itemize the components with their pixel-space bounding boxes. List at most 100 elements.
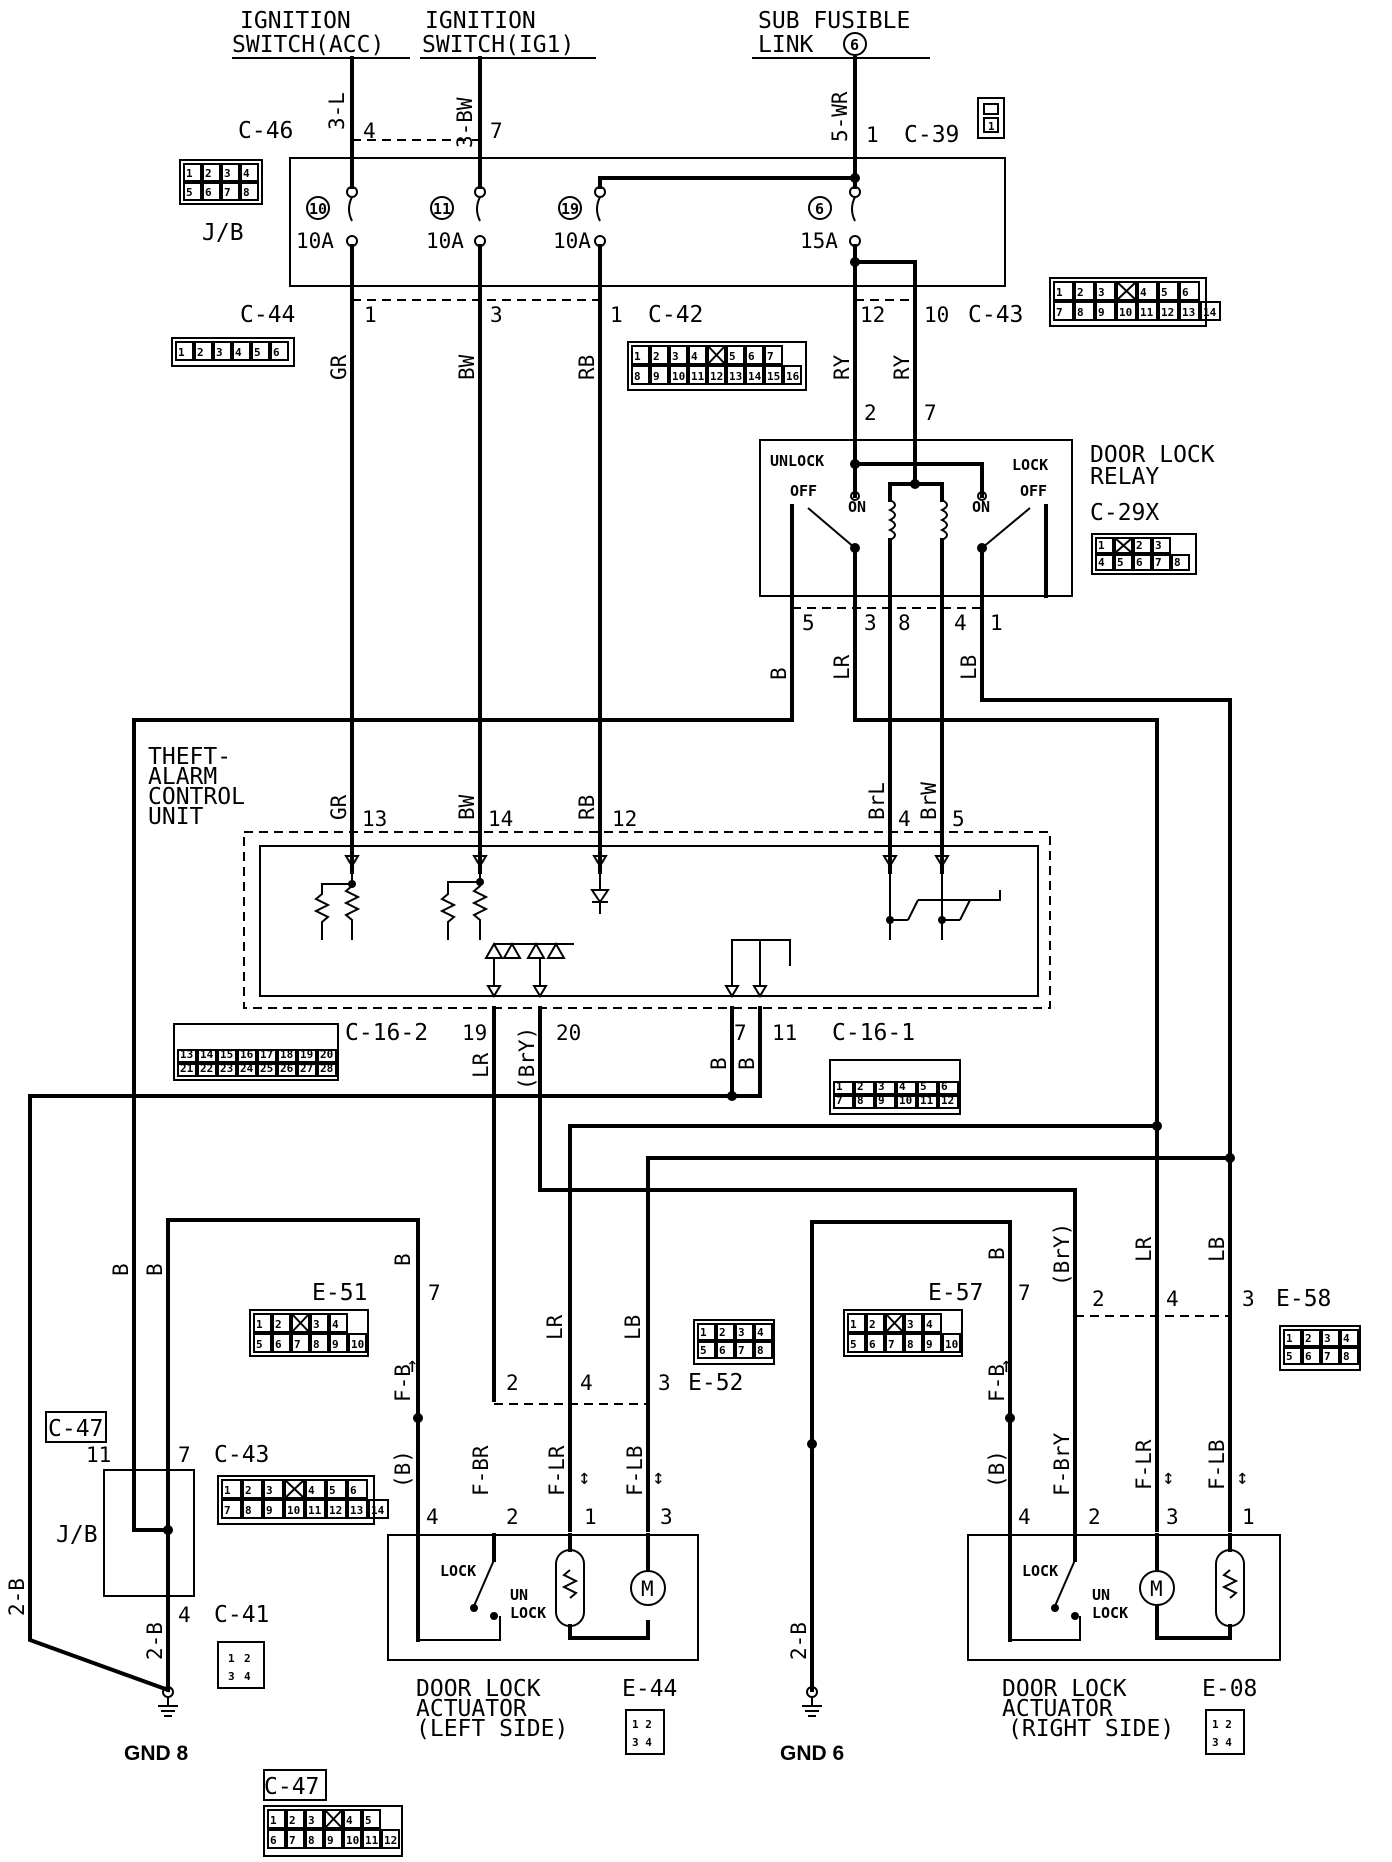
svg-text:LOCK: LOCK [510, 1604, 546, 1622]
control-unit-title-4: UNIT [148, 804, 204, 830]
left-actuator-box [387, 1534, 699, 1661]
connector-cell [270, 341, 289, 361]
svg-text:3: 3 [228, 1670, 235, 1683]
connector-cell [177, 1063, 197, 1077]
connector-cell [310, 1313, 329, 1333]
connector-cell [1095, 281, 1116, 301]
svg-text:3: 3 [1242, 1287, 1255, 1311]
connector-pin-number: 8 [757, 1344, 764, 1357]
connector-pin-number: 7 [224, 1504, 231, 1517]
svg-text:7: 7 [490, 119, 503, 143]
connector-cell [854, 1095, 875, 1109]
connector-label-c42: C-42 [648, 302, 703, 328]
connector-pin-number: 19 [300, 1048, 313, 1061]
connector-pin-number: 10 [351, 1338, 364, 1351]
svg-text:1: 1 [990, 611, 1003, 635]
svg-text:B: B [391, 1253, 415, 1266]
svg-text:4: 4 [898, 807, 911, 831]
svg-text:10A: 10A [426, 229, 464, 253]
svg-text:ON: ON [972, 498, 990, 516]
svg-text:LR: LR [1132, 1236, 1156, 1262]
connector-cell [291, 1333, 310, 1353]
right-actuator-title-1: DOOR LOCK [1002, 1676, 1127, 1702]
connector-cell [1340, 1329, 1359, 1347]
connector-cell [202, 182, 221, 201]
connector-pin-number: 3 [1324, 1332, 1331, 1345]
connector-pin-number: 5 [920, 1080, 927, 1093]
relay-title-1: DOOR LOCK [1090, 442, 1215, 468]
svg-text:3 4: 3 4 [632, 1736, 652, 1749]
wire-label-5WR: 5-WR [828, 91, 852, 142]
connector-cell [938, 1081, 959, 1095]
svg-text:OFF: OFF [1020, 482, 1047, 500]
connector-cell [257, 1063, 277, 1077]
connector-pin-number: 11 [920, 1094, 934, 1107]
left-actuator-title-2: ACTUATOR [416, 1696, 527, 1722]
connector-pin-number: 1 [836, 1080, 843, 1093]
svg-text:7: 7 [734, 1021, 747, 1045]
svg-text:10A: 10A [296, 229, 334, 253]
svg-text:SWITCH(ACC): SWITCH(ACC) [232, 32, 384, 58]
e44-connector-icon: 1 2 3 4 [625, 1709, 665, 1755]
connector-pin-number: 4 [899, 1080, 906, 1093]
connector-pin-number: 3 [878, 1080, 885, 1093]
connector-cell [938, 1095, 959, 1109]
connector-cell [1152, 537, 1171, 554]
right-actuator-title-3: (RIGHT SIDE) [1008, 1716, 1174, 1742]
connector-cell [1283, 1329, 1302, 1347]
connector-pin-number: 13 [1182, 306, 1195, 319]
connector-cell [1302, 1329, 1321, 1347]
connector-cell [735, 1341, 754, 1359]
connector-pin-number: 28 [320, 1062, 333, 1075]
svg-text:10: 10 [924, 303, 949, 327]
connector-cell [697, 1323, 716, 1341]
svg-text:BrL: BrL [865, 782, 889, 820]
svg-text:RY: RY [890, 354, 914, 380]
control-unit-outer-box [243, 831, 1051, 1009]
connector-pin-number: 6 [205, 186, 212, 199]
connector-cell [847, 1333, 866, 1353]
connector-cell [917, 1095, 938, 1109]
connector-cell [875, 1081, 896, 1095]
connector-cell [183, 163, 202, 182]
connector-pin-number: 10 [899, 1094, 912, 1107]
svg-text:B: B [707, 1057, 731, 1070]
connector-pin-number: 12 [1161, 306, 1174, 319]
svg-text:4: 4 [178, 1603, 191, 1627]
connector-cell [348, 1333, 367, 1353]
connector-cell [716, 1341, 735, 1359]
connector-pin-number: 9 [653, 370, 660, 383]
svg-text:12: 12 [860, 303, 885, 327]
svg-text:4: 4 [363, 119, 376, 143]
connector-cell [310, 1333, 329, 1353]
connector-pin-number: 5 [1286, 1350, 1293, 1363]
svg-text:RY: RY [830, 354, 854, 380]
connector-pin-number: 21 [180, 1062, 194, 1075]
connector-pin-number: 8 [313, 1338, 320, 1351]
svg-text:1: 1 [228, 1652, 235, 1665]
svg-text:BW: BW [455, 354, 479, 380]
connector-cell [343, 1809, 362, 1829]
svg-text:12: 12 [612, 807, 637, 831]
connector-pin-number: 1 [178, 346, 185, 359]
svg-text:13: 13 [362, 807, 387, 831]
connector-pin-number: 1 [270, 1814, 277, 1827]
svg-text:3: 3 [658, 1371, 671, 1395]
svg-text:(B): (B) [985, 1450, 1009, 1488]
connector-cell [277, 1063, 297, 1077]
connector-cell [1116, 281, 1137, 301]
connector-pin-number: 1 [634, 350, 641, 363]
connector-cell [305, 1499, 326, 1519]
connector-cell [317, 1063, 337, 1077]
connector-label-c44: C-44 [240, 302, 295, 328]
svg-text:↕: ↕ [1162, 1465, 1175, 1489]
connector-pin-number: 2 [857, 1080, 864, 1093]
connector-cell [1137, 301, 1158, 321]
connector-cell [1133, 537, 1152, 554]
connector-pin-number: 13 [180, 1048, 193, 1061]
connector-cell [1321, 1329, 1340, 1347]
